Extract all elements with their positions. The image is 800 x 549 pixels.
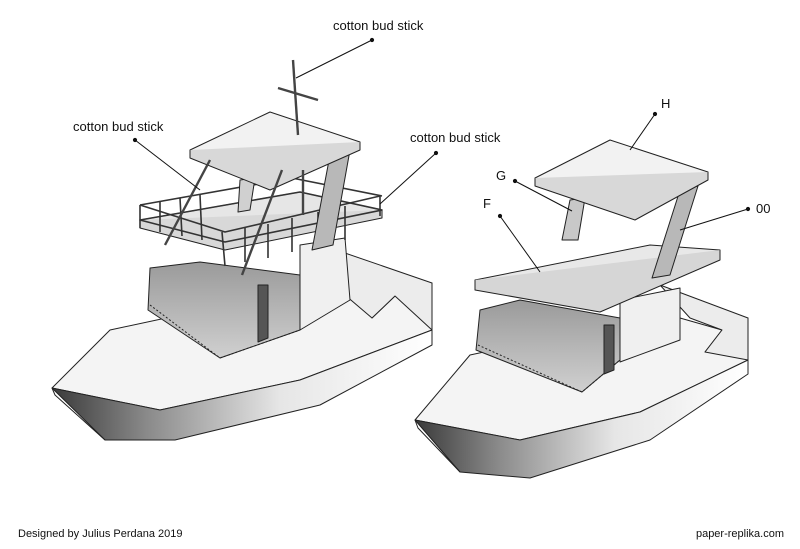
label-part-g: G — [496, 168, 506, 183]
right-part-g — [561, 197, 586, 241]
designer-credit: Designed by Julius Perdana 2019 — [18, 528, 183, 540]
label-part-h: H — [661, 96, 670, 111]
right-cabin-wall — [619, 287, 681, 363]
label-cotton-bud-top: cotton bud stick — [333, 18, 424, 33]
label-cotton-bud-right: cotton bud stick — [410, 130, 501, 145]
site-credit: paper-replika.com — [695, 528, 784, 540]
left-hull — [51, 329, 433, 441]
left-sticks — [163, 59, 319, 276]
label-part-00: 00 — [756, 201, 770, 216]
right-hull — [414, 359, 749, 479]
right-transom — [659, 284, 749, 361]
leader-lines — [132, 37, 751, 273]
label-cotton-bud-left: cotton bud stick — [73, 119, 164, 134]
left-boat — [51, 59, 433, 441]
label-part-f: F — [483, 196, 491, 211]
right-boat — [414, 139, 749, 479]
